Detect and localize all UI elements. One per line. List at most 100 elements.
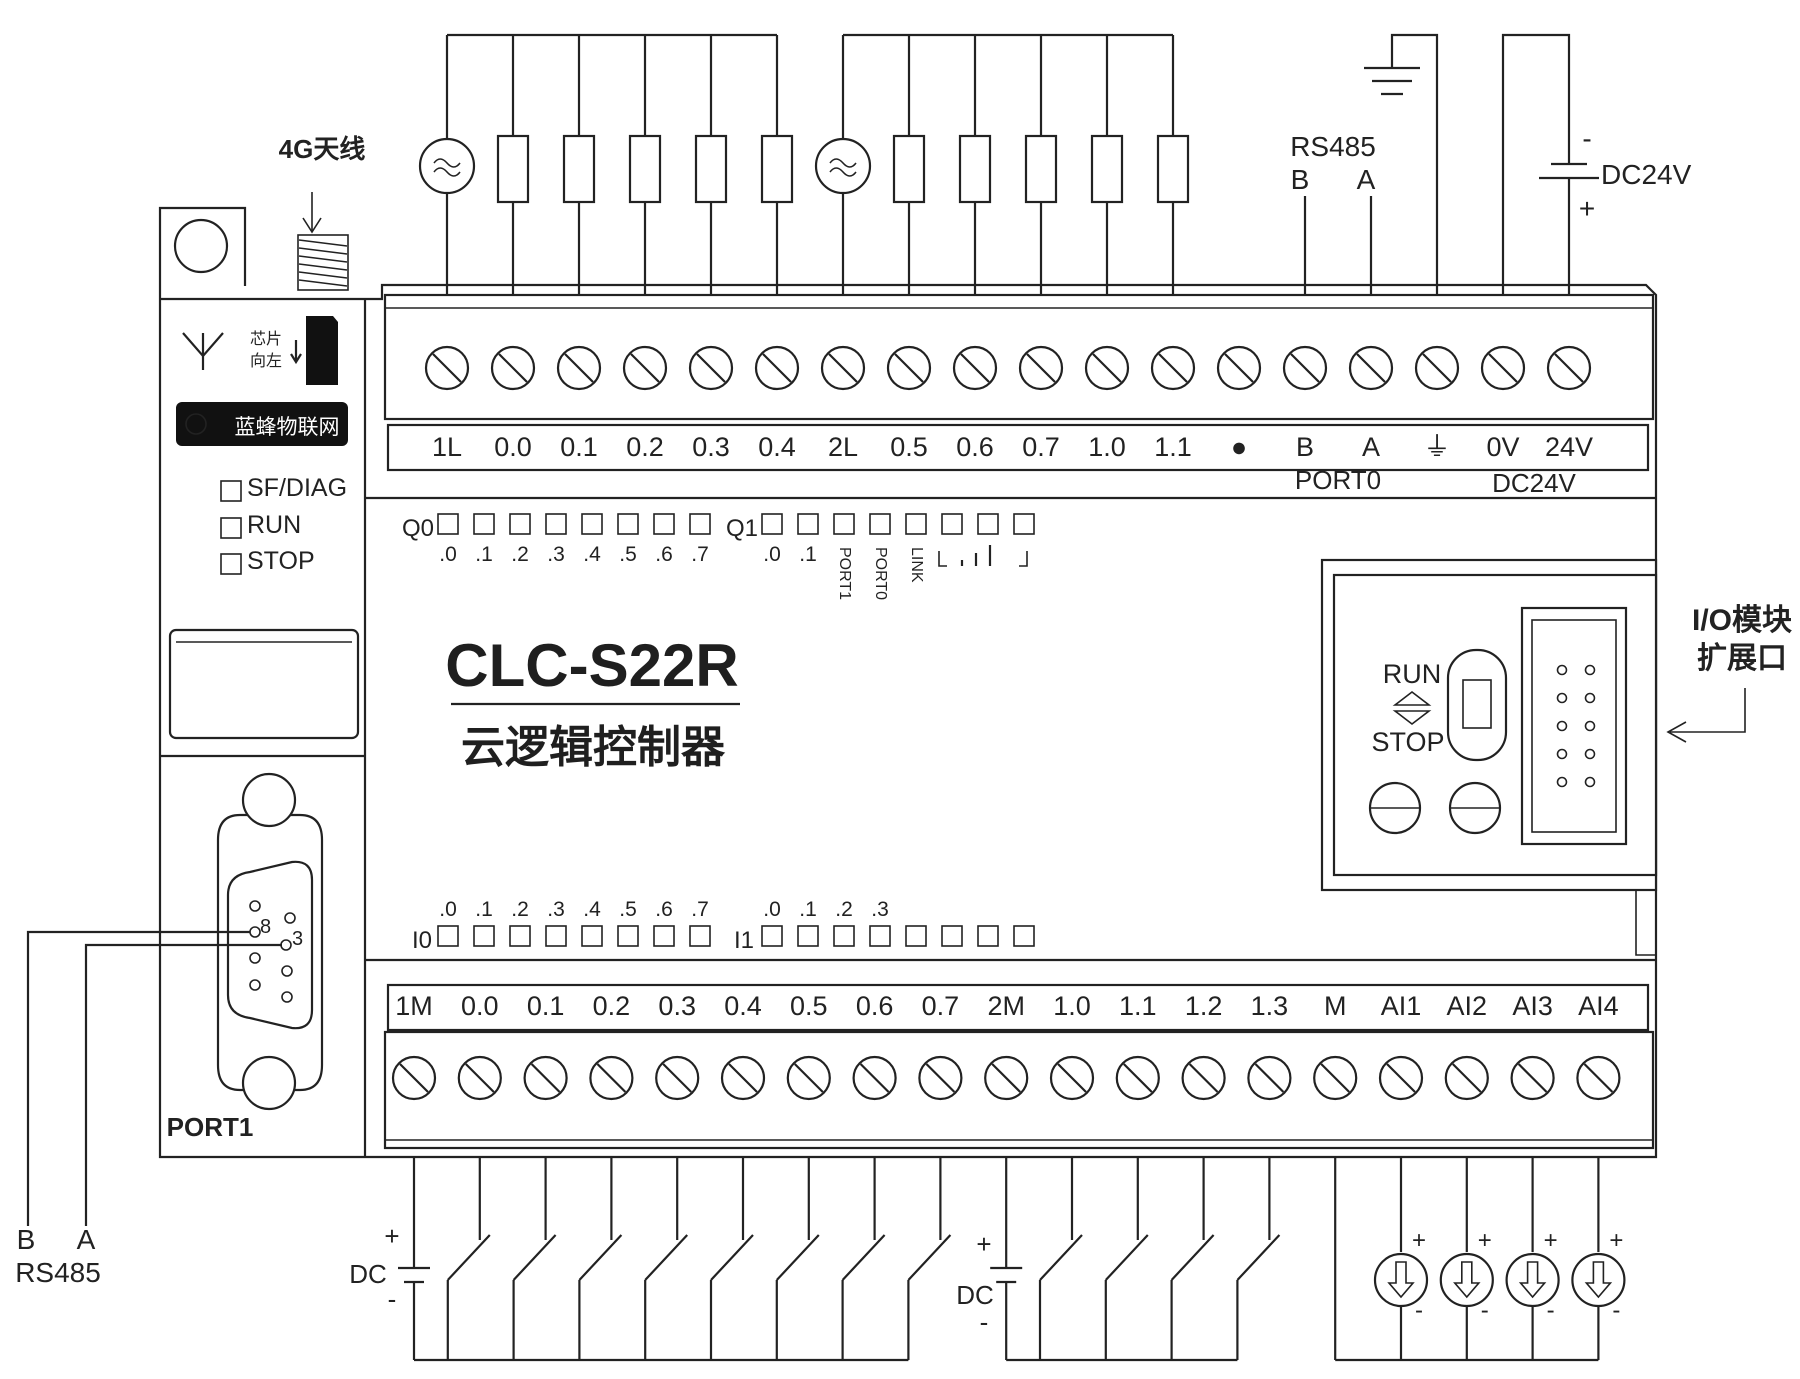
db9-pin-5 <box>280 939 292 951</box>
bottom-terminal-label-11: 1.1 <box>1119 991 1157 1021</box>
top-terminal-screw-13-slot <box>1290 353 1320 383</box>
top-terminal-screw-6-slot <box>828 353 858 383</box>
bottom-terminal-screw-11-slot <box>1123 1063 1153 1093</box>
expansion-pin <box>1556 720 1568 732</box>
top-terminal-screw-12-slot <box>1224 353 1254 383</box>
load-11 <box>1156 134 1190 204</box>
top-terminal-label-2: 0.1 <box>560 432 598 462</box>
input-led-I0-3 <box>545 925 567 947</box>
brand-bee-icon <box>185 413 207 435</box>
ac-source-1-symbol <box>433 158 461 177</box>
bottom-terminal-label-7: 0.6 <box>856 991 894 1021</box>
bottom-terminal-label-12: 1.2 <box>1185 991 1223 1021</box>
io-expansion-line2: 扩展口 <box>1697 642 1787 675</box>
run-stop-switch-track <box>1446 648 1508 762</box>
input-switch-5-contact <box>710 1234 754 1281</box>
load-7 <box>892 134 926 204</box>
top-terminal-screw-3-slot <box>630 353 660 383</box>
top-terminal-screw-1-slot <box>498 353 528 383</box>
comm-led-1 <box>869 513 891 535</box>
bottom-terminal-label-0: 1M <box>395 991 433 1021</box>
io-expansion-line1: I/O模块 <box>1692 604 1792 637</box>
run-stop-arrows <box>1392 690 1432 726</box>
status-led-0 <box>220 480 242 502</box>
expansion-pin <box>1556 748 1568 760</box>
dc24v-supply-wire <box>1501 33 1571 296</box>
q0-label: Q0 <box>402 515 434 542</box>
ac-source-1 <box>418 137 476 195</box>
bottom-terminal-screw-12-slot <box>1188 1063 1219 1093</box>
input-led-sublabel-I1-3: .3 <box>871 898 889 921</box>
comm-led-label-2: LINK <box>908 547 925 583</box>
comm-led-0 <box>833 513 855 535</box>
output-led-Q0-2 <box>509 513 531 535</box>
input-led-I0-2 <box>509 925 531 947</box>
input-led-sublabel-I0-4: .4 <box>583 898 601 921</box>
side-latch <box>1635 890 1656 956</box>
signal-led-2 <box>1013 513 1035 535</box>
bottom-terminal-screw-13-slot <box>1254 1063 1285 1093</box>
antenna-thread <box>298 263 348 271</box>
output-led-Q1-0 <box>761 513 783 535</box>
led-label-stop: STOP <box>247 547 315 575</box>
output-led-sublabel-Q0-7: .7 <box>691 543 709 566</box>
db9-pin8: 8 <box>260 916 271 938</box>
status-led-1 <box>220 517 242 539</box>
top-terminal-label-10: 1.0 <box>1088 432 1126 462</box>
input-led-sublabel-I0-3: .3 <box>547 898 565 921</box>
brand-badge <box>176 402 348 446</box>
antenna-thread <box>298 255 348 263</box>
input-led-sublabel-I0-6: .6 <box>655 898 673 921</box>
top-terminal-label-12: ● <box>1231 432 1247 462</box>
input-led-sublabel-I0-2: .2 <box>511 898 529 921</box>
bottom-terminal-screw-4-slot <box>662 1063 692 1093</box>
led-label-sf-diag: SF/DIAG <box>247 474 347 502</box>
port0-label: PORT0 <box>1295 465 1381 495</box>
expansion-pin <box>1556 776 1568 788</box>
q1-label: Q1 <box>726 515 758 542</box>
output-led-sublabel-Q0-3: .3 <box>547 543 565 566</box>
output-led-sublabel-Q0-0: .0 <box>439 543 457 566</box>
input-led-I1-0 <box>761 925 783 947</box>
input-led-I0-1 <box>473 925 495 947</box>
expansion-pin <box>1584 776 1596 788</box>
ac-source-2-symbol <box>829 158 857 177</box>
bottom-terminal-screw-3-slot <box>596 1063 627 1093</box>
output-led-sublabel-Q1-0: .0 <box>763 543 781 566</box>
bottom-terminal-screw-17-slot <box>1517 1063 1548 1093</box>
input-led-I0-0 <box>437 925 459 947</box>
db9-screw-bottom <box>241 1055 297 1111</box>
bottom-terminal-label-9: 2M <box>987 991 1025 1021</box>
dc-source1-minus: - <box>388 1284 397 1314</box>
top-terminal-label-6: 2L <box>828 432 858 462</box>
input-led-I1-1 <box>797 925 819 947</box>
top-label-strip <box>386 423 1650 472</box>
input-switch-8-contact <box>907 1234 952 1281</box>
top-terminal-screw-9-slot <box>1026 353 1056 383</box>
dc24v-plus: + <box>1579 193 1595 224</box>
bottom-terminal-label-17: AI3 <box>1512 991 1553 1021</box>
top-terminal-screw-16-slot <box>1488 353 1518 383</box>
analog-plus-16: + <box>1478 1227 1492 1254</box>
top-terminal-screw-7-slot <box>894 353 924 383</box>
top-terminal-label-14: A <box>1362 432 1380 462</box>
top-terminal-screw-0-slot <box>432 353 462 383</box>
db9-pin-7 <box>281 991 293 1003</box>
antenna-arrow-head <box>302 217 322 234</box>
signal-led-1 <box>977 513 999 535</box>
input-led-I0-4 <box>581 925 603 947</box>
brand-name: 蓝蜂物联网 <box>235 416 340 439</box>
bottom-terminal-label-6: 0.5 <box>790 991 828 1021</box>
rs485-top-b: B <box>1291 164 1310 195</box>
analog-source-arrow-15 <box>1387 1261 1415 1299</box>
bottom-terminal-label-13: 1.3 <box>1251 991 1289 1021</box>
input-led-I0-6 <box>653 925 675 947</box>
input-switch-11-contact <box>1104 1234 1149 1281</box>
bottom-terminal-screw-7-slot <box>859 1063 890 1093</box>
input-led-spare-4 <box>905 925 927 947</box>
comm-led-2 <box>905 513 927 535</box>
rs485-left-a: A <box>77 1224 96 1255</box>
bottom-terminal-label-15: AI1 <box>1381 991 1422 1021</box>
